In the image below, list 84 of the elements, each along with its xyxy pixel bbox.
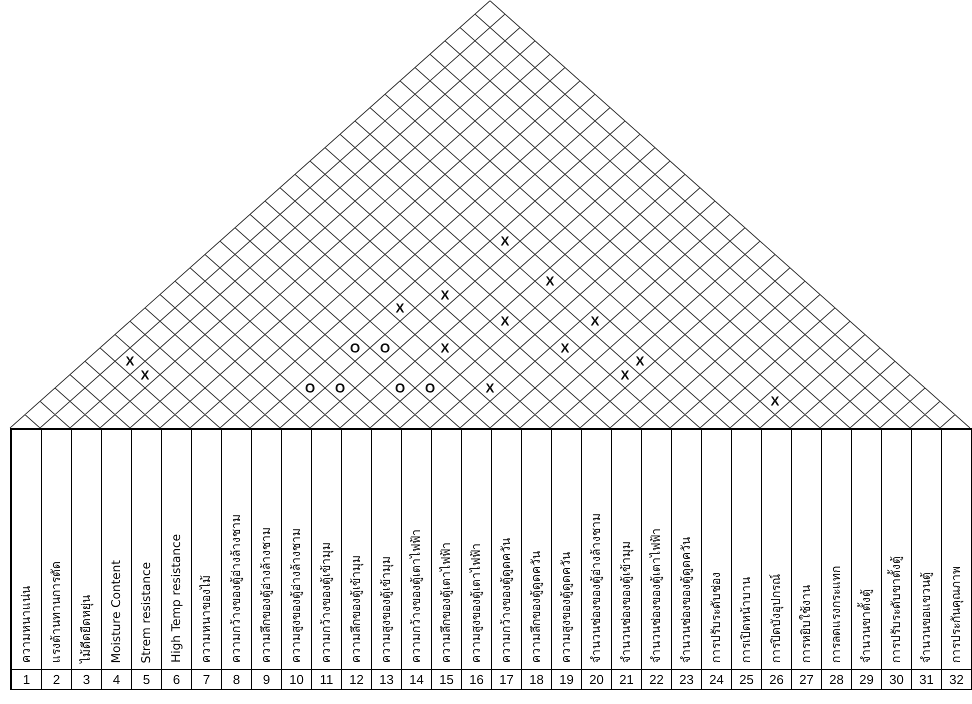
column-header: จำนวนขาตั้งตู้ <box>859 589 874 663</box>
correlation-mark: X <box>396 301 404 314</box>
column-number: 31 <box>919 672 934 687</box>
column-header: การหยิบใช้งาน <box>799 585 814 663</box>
column-header: ความลึกของตู้เข้ามุม <box>349 555 364 663</box>
column-header: Strem resistance <box>139 562 154 663</box>
correlation-mark: X <box>126 354 134 368</box>
column-number: 30 <box>889 672 904 687</box>
column-header: Moisture Content <box>109 560 124 663</box>
column-number: 19 <box>559 672 574 687</box>
column-header: ความลึกของตู้อ่างล้างชาม <box>259 527 274 663</box>
column-header: จำนวนช่องของตู้ดูดควัน <box>679 537 694 663</box>
column-number: 14 <box>409 672 424 687</box>
column-header: การลดแรงกระแทก <box>829 566 844 663</box>
column-number: 4 <box>112 672 120 687</box>
correlation-mark: X <box>560 341 570 354</box>
correlation-mark: O <box>394 381 406 394</box>
column-header: จำนวนช่องของตู้อ่างล้างชาม <box>589 513 604 663</box>
column-number: 28 <box>829 672 844 687</box>
column-header: ความหนาของไม้ <box>199 575 214 663</box>
column-number: 21 <box>619 672 634 687</box>
correlation-mark: O <box>350 341 360 354</box>
column-header: ความกว้างของตู้อ่างล้างชาม <box>229 514 244 663</box>
column-number: 10 <box>289 672 304 687</box>
column-number: 24 <box>709 672 724 687</box>
correlation-mark: X <box>590 314 600 328</box>
column-number: 12 <box>349 672 364 687</box>
column-number: 6 <box>172 672 180 687</box>
column-header: ความกว้างของตู้เข้ามุม <box>319 542 334 663</box>
correlation-mark: O <box>424 381 436 394</box>
correlation-mark: X <box>500 314 510 328</box>
column-number: 17 <box>499 672 514 687</box>
column-number: 26 <box>769 672 784 687</box>
correlation-mark: X <box>500 234 510 248</box>
correlation-mark: X <box>440 341 450 354</box>
column-header: ความหนาแน่น <box>19 586 34 663</box>
column-number: 2 <box>52 672 60 687</box>
column-number: 32 <box>949 672 964 687</box>
correlation-mark: O <box>304 381 316 394</box>
correlation-mark: X <box>140 368 150 382</box>
column-header: การประกันคุณภาพ <box>949 566 964 663</box>
column-header: ความสูงของตู้ดูดควัน <box>559 552 574 663</box>
column-header: ความสูงของตู้เตาไฟฟ้า <box>469 543 484 663</box>
correlation-mark: X <box>486 381 494 394</box>
column-header: ไม้ดีดยืดหยุ่น <box>79 595 94 663</box>
column-number: 20 <box>589 672 604 687</box>
column-number: 27 <box>799 672 814 687</box>
column-number: 5 <box>142 672 150 687</box>
column-header: ความลึกของตู้เตาไฟฟ้า <box>439 542 454 663</box>
column-number: 13 <box>379 672 394 687</box>
column-number: 1 <box>22 672 30 687</box>
column-header: จำนวนช่องของตู้เตาไฟฟ้า <box>649 528 664 663</box>
correlation-mark: O <box>380 341 390 354</box>
column-number: 15 <box>439 672 454 687</box>
column-number: 23 <box>679 672 694 687</box>
column-number: 9 <box>262 672 270 687</box>
column-number: 3 <box>82 672 90 687</box>
column-number: 22 <box>649 672 664 687</box>
column-header: ความกว้างของตู้เตาไฟฟ้า <box>409 529 424 663</box>
column-header: จำนวนช่องของตู้เข้ามุม <box>619 541 634 663</box>
column-number: 29 <box>859 672 874 687</box>
column-number: 7 <box>202 672 210 687</box>
column-header: จำนวนขอแขวนตู้ <box>919 572 934 663</box>
correlation-mark: X <box>620 368 630 382</box>
column-header: การเปิดหน้าบาน <box>739 577 754 663</box>
correlation-mark: X <box>546 274 554 288</box>
correlation-mark: X <box>770 394 780 408</box>
column-header: การปรับระดับช่อง <box>709 572 724 663</box>
column-header: ความสูงของตู้อ่างล้างชาม <box>289 528 304 663</box>
column-header: การปรับระดับขาตั้งตู้ <box>889 556 904 663</box>
column-number: 11 <box>320 672 334 687</box>
column-header: แรงต้านทานการตัด <box>49 561 64 663</box>
correlation-mark: O <box>334 381 346 394</box>
correlation-mark: X <box>636 354 644 368</box>
column-number: 25 <box>739 672 754 687</box>
column-header: การปิดบังอุปกรณ์ <box>769 574 784 663</box>
column-header: ความสูงของตู้เข้ามุม <box>379 556 394 663</box>
correlation-mark: X <box>440 288 450 301</box>
column-header: ความลึกของตู้ดูดควัน <box>529 551 544 663</box>
column-number: 18 <box>529 672 544 687</box>
column-header: ความกว้างของตู้ดูดควัน <box>499 538 514 663</box>
column-number: 8 <box>232 672 240 687</box>
column-header: High Temp resistance <box>169 534 184 663</box>
column-number: 16 <box>469 672 484 687</box>
